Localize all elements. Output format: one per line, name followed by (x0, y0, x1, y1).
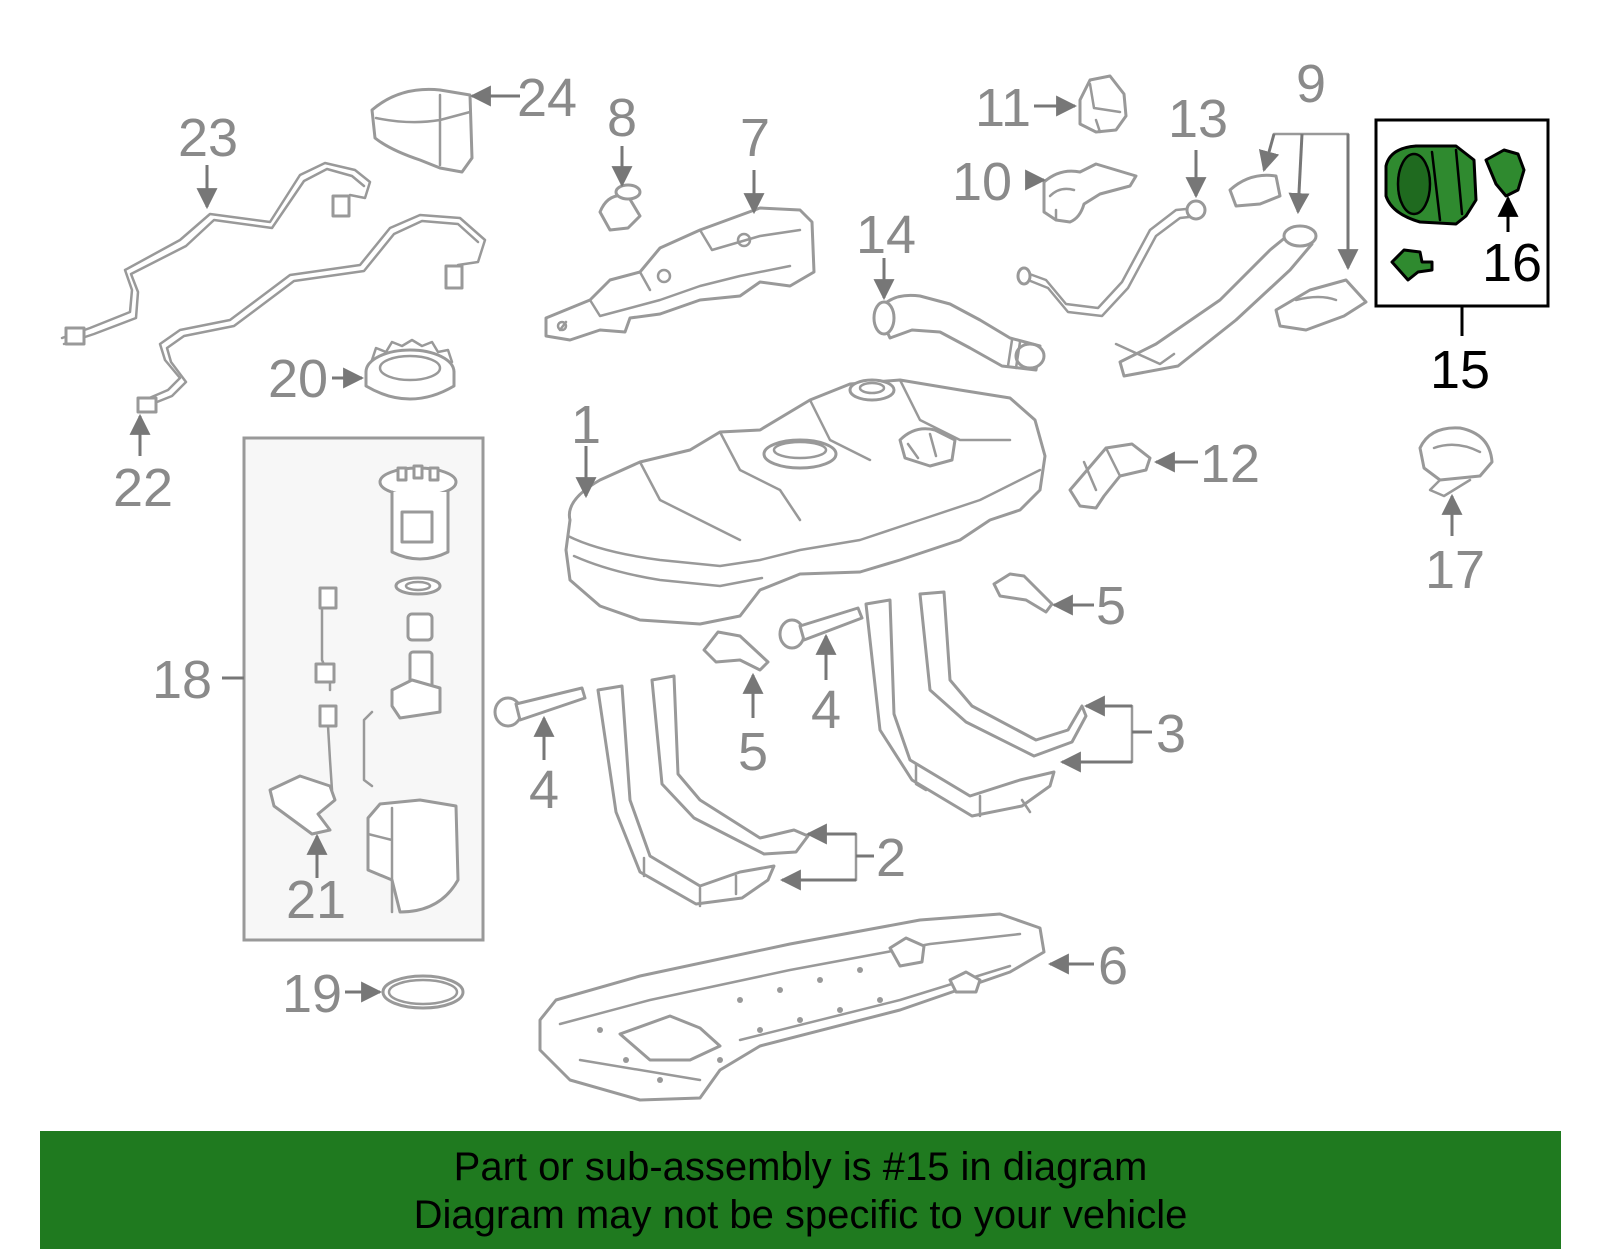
part-2-strap (596, 674, 810, 908)
callout-1: 1 (571, 395, 601, 455)
part-14-hose (872, 293, 1046, 372)
part-23-harness (60, 161, 372, 346)
callout-2: 2 (876, 828, 906, 888)
part-18-pump-module-box (242, 436, 485, 942)
part-6-skid-plate (538, 912, 1046, 1102)
part-9-filler-neck (1114, 132, 1368, 378)
callout-6: 6 (1098, 936, 1128, 996)
part-17-fuel-cap (1418, 426, 1494, 498)
callout-11: 11 (975, 78, 1031, 138)
callout-20: 20 (268, 349, 328, 409)
part-11-clip (1078, 74, 1128, 134)
part-7-bracket (544, 206, 816, 342)
part-1-fuel-tank (564, 378, 1047, 626)
callout-3: 3 (1156, 704, 1186, 764)
callout-21: 21 (286, 870, 346, 930)
part-3-strap (864, 590, 1088, 818)
callout-22: 22 (113, 458, 173, 518)
part-8-grommet (598, 183, 642, 232)
banner-line-2: Diagram may not be specific to your vehi… (413, 1193, 1188, 1237)
callout-15: 15 (1430, 340, 1490, 400)
part-12-protector (1068, 442, 1152, 510)
callout-4a: 4 (811, 680, 841, 740)
callout-23: 23 (178, 108, 238, 168)
callout-24: 24 (517, 68, 577, 128)
callout-19: 19 (282, 964, 342, 1024)
callout-5b: 5 (738, 722, 768, 782)
info-banner: Part or sub-assembly is #15 in diagram D… (40, 1131, 1561, 1249)
callout-16: 16 (1482, 233, 1542, 293)
callout-10: 10 (952, 152, 1012, 212)
part-22-harness (136, 213, 487, 414)
callout-9: 9 (1296, 54, 1326, 114)
part-13-breather-tube (1016, 199, 1207, 318)
callout-17: 17 (1425, 540, 1485, 600)
callout-13: 13 (1168, 89, 1228, 149)
callout-14: 14 (856, 205, 916, 265)
part-20-lock-ring (364, 338, 456, 401)
part-4-bolt-b (493, 686, 587, 728)
part-24-cover (370, 87, 474, 174)
callout-18: 18 (152, 650, 212, 710)
part-5-bracket-b (702, 630, 770, 672)
part-10-clamp (1042, 162, 1138, 224)
callout-4b: 4 (529, 760, 559, 820)
part-4-bolt-a (778, 606, 864, 650)
part-5-bracket-a (992, 572, 1054, 614)
callout-8: 8 (607, 88, 637, 148)
part-19-gasket (381, 974, 465, 1010)
callout-5a: 5 (1096, 576, 1126, 636)
banner-line-1: Part or sub-assembly is #15 in diagram (453, 1145, 1148, 1189)
callout-7: 7 (740, 108, 770, 168)
callout-12: 12 (1200, 434, 1260, 494)
